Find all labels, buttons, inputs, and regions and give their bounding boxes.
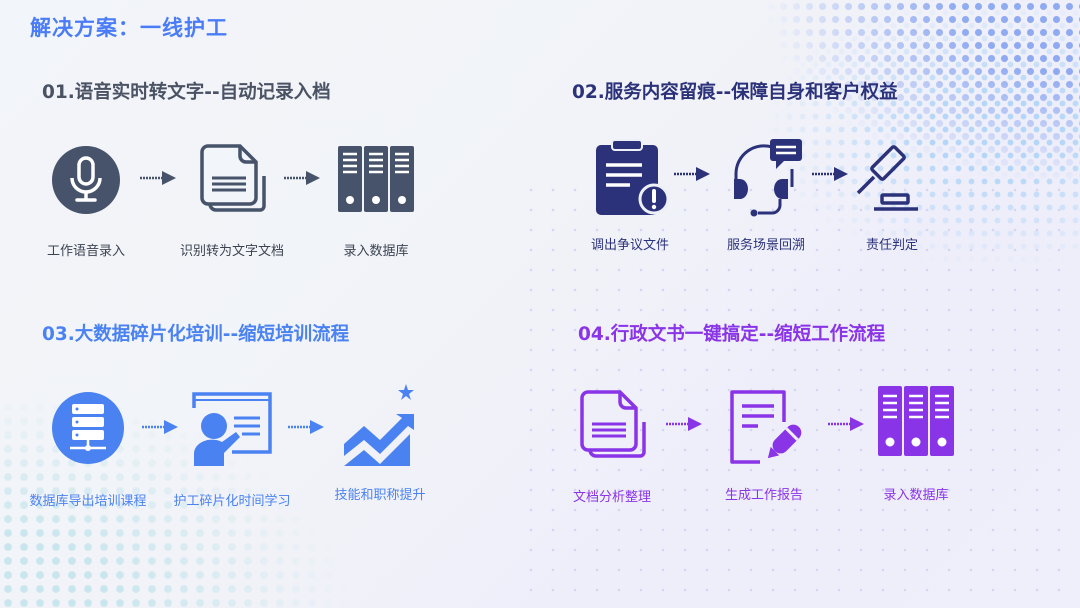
server-icon	[52, 392, 124, 464]
section-3-step-3: 技能和职称提升	[310, 382, 450, 503]
section-4-step-1: 文档分析整理	[542, 386, 682, 505]
growth-chart-icon	[344, 384, 414, 466]
section-4-step-2: 生成工作报告	[694, 384, 834, 503]
section-2-step-1: 调出争议文件	[560, 134, 700, 253]
arrow-right-icon	[140, 171, 176, 185]
presentation-icon	[192, 392, 272, 466]
documents-icon	[200, 144, 266, 212]
arrow-right-icon	[142, 420, 178, 434]
clipboard-alert-icon	[596, 139, 670, 215]
binders-icon	[878, 386, 954, 456]
step-label: 生成工作报告	[724, 488, 803, 503]
step-label: 调出争议文件	[590, 238, 669, 253]
section-1-step-2: 识别转为文字文档	[162, 140, 302, 259]
arrow-right-icon	[812, 167, 848, 181]
step-label: 护工碎片化时间学习	[173, 494, 291, 509]
arrow-right-icon	[288, 420, 324, 434]
section-3-step-1: 数据库导出培训课程	[18, 388, 158, 509]
step-label: 录入数据库	[343, 244, 409, 259]
microphone-icon	[52, 146, 120, 214]
arrow-right-icon	[828, 417, 864, 431]
step-label: 工作语音录入	[46, 244, 125, 259]
section-2-step-2: 服务场景回溯	[696, 134, 836, 253]
section-4-step-3: 录入数据库	[846, 384, 986, 503]
section-1-step-1: 工作语音录入	[16, 140, 156, 259]
page-title: 解决方案：一线护工	[30, 16, 228, 40]
section-2-title: 02.服务内容留痕--保障自身和客户权益	[572, 82, 898, 103]
step-label: 技能和职称提升	[334, 488, 426, 503]
section-1-title: 01.语音实时转文字--自动记录入档	[42, 82, 331, 103]
binders-icon	[338, 146, 414, 212]
section-3-title: 03.大数据碎片化培训--缩短培训流程	[42, 324, 350, 345]
section-3-step-2: 护工碎片化时间学习	[162, 388, 302, 509]
arrow-right-icon	[674, 167, 710, 181]
arrow-right-icon	[284, 171, 320, 185]
step-label: 文档分析整理	[572, 490, 651, 505]
step-label: 数据库导出培训课程	[29, 494, 147, 509]
edit-report-icon	[730, 390, 802, 464]
headset-chat-icon	[734, 139, 802, 217]
decorative-dots-top-right-light	[660, 0, 1080, 330]
section-4-title: 04.行政文书一键搞定--缩短工作流程	[578, 324, 886, 345]
step-label: 服务场景回溯	[726, 238, 805, 253]
step-label: 录入数据库	[883, 488, 949, 503]
step-label: 责任判定	[865, 238, 918, 253]
gavel-icon	[856, 145, 918, 211]
step-label: 识别转为文字文档	[179, 244, 284, 259]
section-2-step-3: 责任判定	[822, 134, 962, 253]
documents-icon	[580, 390, 646, 458]
section-1-step-3: 录入数据库	[306, 140, 446, 259]
arrow-right-icon	[666, 417, 702, 431]
